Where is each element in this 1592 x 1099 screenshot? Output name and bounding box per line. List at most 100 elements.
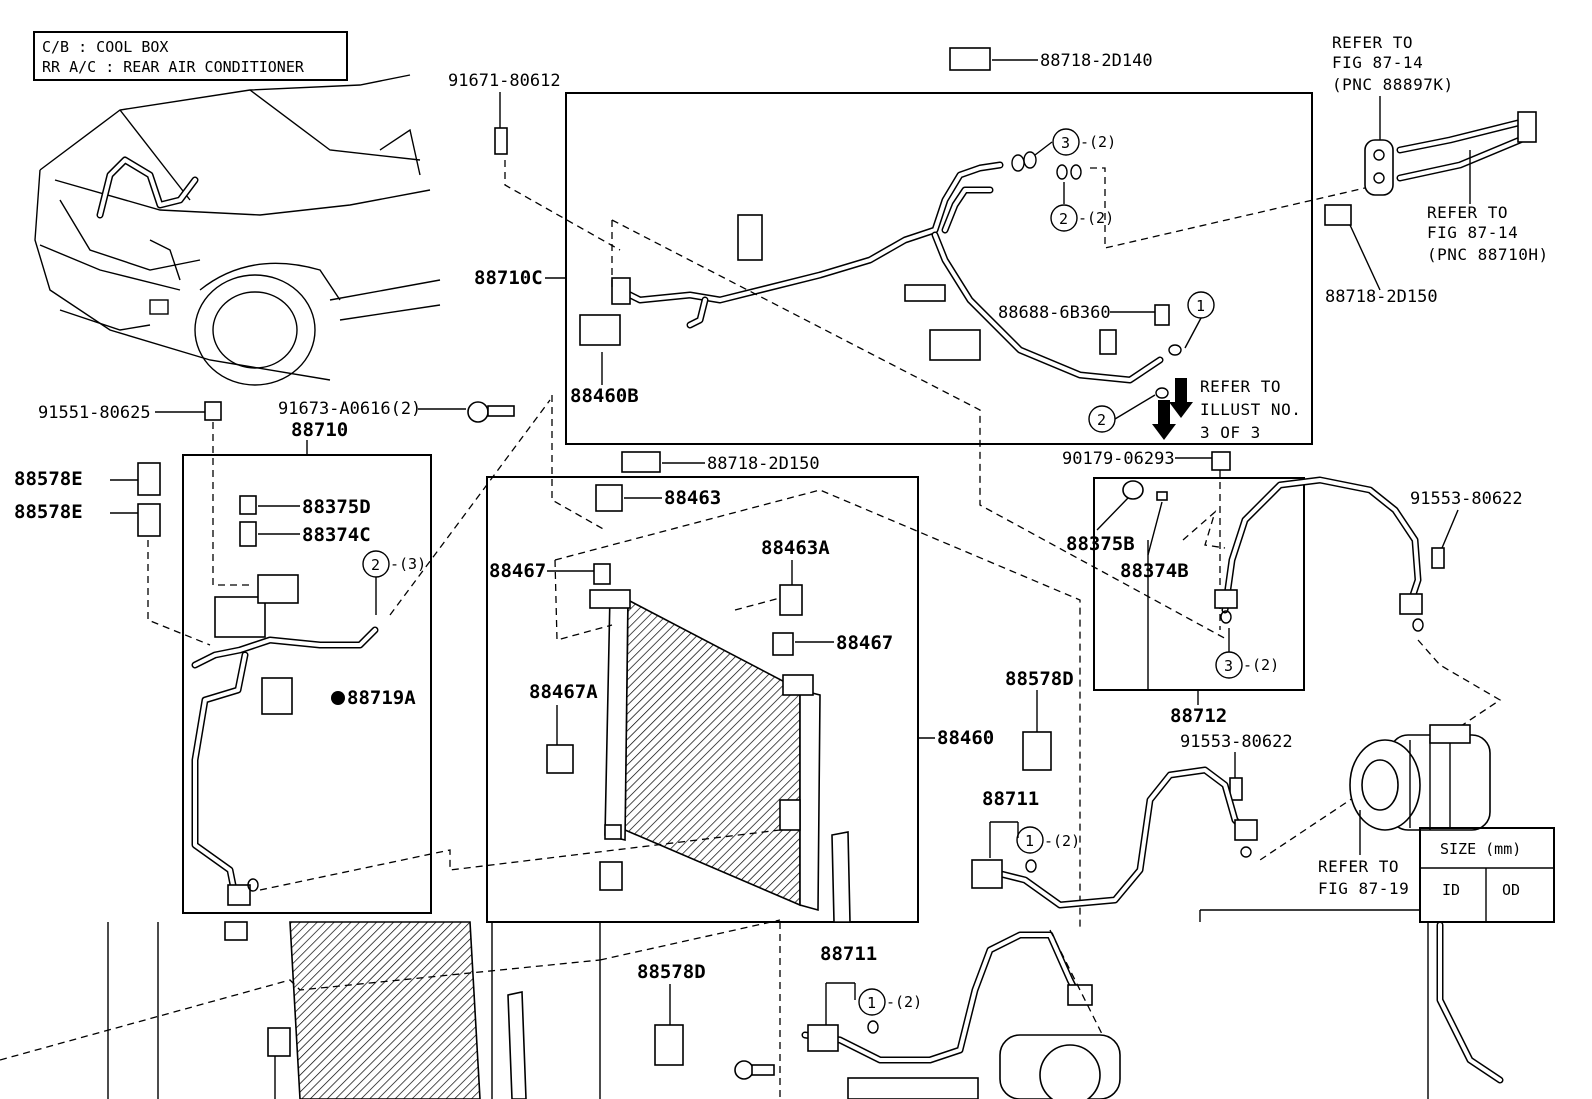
label-88463: 88463: [664, 487, 721, 509]
label-88578D-b: 88578D: [637, 961, 706, 983]
legend-box: C/B : COOL BOX RR A/C : REAR AIR CONDITI…: [33, 31, 348, 81]
pipe-assembly-box-88710C: [565, 92, 1313, 445]
label-91551-80625: 91551-80625: [38, 403, 151, 423]
bolt-icon: [467, 401, 515, 423]
label-88375D: 88375D: [302, 496, 371, 518]
label-88460B: 88460B: [570, 385, 639, 407]
ref-comp-line1: REFER TO: [1318, 857, 1399, 876]
clip-icon: [137, 503, 161, 537]
callout-qty-2-left: -(3): [390, 555, 426, 573]
label-90179-06293: 90179-06293: [1062, 449, 1175, 469]
bolt-icon: [1229, 777, 1243, 801]
label-91553-80622-b: 91553-80622: [1180, 732, 1293, 752]
label-88718-2D140: 88718-2D140: [1040, 51, 1153, 71]
label-88718-2D150-right: 88718-2D150: [1325, 287, 1438, 307]
bolt-icon: [204, 401, 222, 421]
condenser-core: [589, 589, 821, 912]
side-seal: [831, 831, 851, 923]
ref-mid-line3: (PNC 88710H): [1427, 245, 1549, 264]
clip-icon: [137, 462, 161, 496]
label-88375B: 88375B: [1066, 533, 1135, 555]
ref-illust-line2: ILLUST NO.: [1200, 400, 1301, 419]
legend-line-1: C/B : COOL BOX: [42, 38, 168, 56]
label-88578D-a: 88578D: [1005, 668, 1074, 690]
label-91673-A0616: 91673-A0616(2): [278, 399, 421, 419]
size-table-col-od: OD: [1502, 881, 1520, 899]
clip-icon: [1022, 731, 1052, 771]
label-88374C: 88374C: [302, 524, 371, 546]
callout-1-right: 1: [1196, 297, 1205, 315]
ref-mid-line1: REFER TO: [1427, 203, 1508, 222]
label-88710C: 88710C: [474, 267, 543, 289]
label-88578E-a: 88578E: [14, 468, 83, 490]
arrow-down-icon: [1169, 378, 1193, 418]
size-table-title: SIZE (mm): [1440, 840, 1521, 858]
pipe-assembly-box-88710: [182, 454, 432, 914]
bracket-icon: [595, 484, 623, 512]
label-91553-80622-a: 91553-80622: [1410, 489, 1523, 509]
valve-icon: [239, 521, 257, 547]
suction-hose-88712: [1214, 476, 1424, 632]
label-88467-a: 88467: [489, 560, 546, 582]
callout-3-lower: 3: [1224, 657, 1233, 675]
label-88467A: 88467A: [529, 681, 598, 703]
label-88712: 88712: [1170, 705, 1227, 727]
label-88374B: 88374B: [1120, 560, 1189, 582]
lower-section: [0, 919, 1504, 1099]
callout-circle: [858, 988, 886, 1016]
cushion-icon: [593, 563, 611, 585]
ref-illust-line3: 3 OF 3: [1200, 423, 1261, 442]
callout-3-top: 3: [1061, 134, 1070, 152]
rear-pipe-assembly: [1364, 111, 1537, 196]
ref-top-line1: REFER TO: [1332, 33, 1413, 52]
valve-core-icon: [239, 495, 257, 515]
clamp-icon: [949, 47, 991, 71]
clip-icon: [599, 861, 623, 891]
callout-qty-3-top: -(2): [1080, 133, 1116, 151]
label-88463A: 88463A: [761, 537, 830, 559]
arrow-down-icon: [1152, 400, 1176, 440]
clamp-icon: [621, 451, 661, 473]
pressure-switch-icon: [261, 677, 293, 715]
suction-pipe-88710C: [579, 151, 1182, 399]
discharge-pipe-88710: [191, 574, 379, 906]
legend-line-2: RR A/C : REAR AIR CONDITIONER: [42, 58, 305, 76]
bracket-icon: [779, 584, 803, 616]
ref-top-line2: FIG 87-14: [1332, 53, 1423, 72]
label-91671-80612: 91671-80612: [448, 71, 561, 91]
callout-qty-2-top: -(2): [1078, 209, 1114, 227]
callout-circle: [1050, 204, 1078, 232]
callout-circle: [1016, 826, 1044, 854]
bolt-icon: [1431, 547, 1445, 569]
vehicle-illustration: [34, 74, 441, 386]
cushion-icon: [772, 632, 794, 656]
valve-cap-icon: [1122, 480, 1144, 500]
ref-comp-line2: FIG 87-19: [1318, 879, 1409, 898]
size-table-col-id: ID: [1442, 881, 1460, 899]
label-88718-2D150-mid: 88718-2D150: [707, 454, 820, 474]
callout-2-top: 2: [1059, 210, 1068, 228]
label-88711-b: 88711: [820, 943, 877, 965]
pipe-assembly-box-88712: [1093, 477, 1305, 691]
ref-illust-line1: REFER TO: [1200, 377, 1281, 396]
callout-1-mid: 1: [1025, 832, 1034, 850]
bolt-icon: [494, 127, 508, 155]
callout-circle: [1052, 128, 1080, 156]
label-88688-6B360: 88688-6B360: [998, 303, 1111, 323]
valve-core-icon: [1156, 491, 1168, 501]
callout-2-left: 2: [371, 556, 380, 574]
label-88467-b: 88467: [836, 632, 893, 654]
bracket-icon: [546, 744, 574, 774]
callout-qty-1-mid: -(2): [1044, 832, 1080, 850]
callout-qty-1-bottom: -(2): [886, 993, 922, 1011]
label-88710: 88710: [291, 419, 348, 441]
ref-top-line3: (PNC 88897K): [1332, 75, 1454, 94]
condenser-box-88460: [486, 476, 919, 923]
label-88578E-b: 88578E: [14, 501, 83, 523]
size-table: SIZE (mm) ID OD: [1199, 827, 1555, 923]
discharge-hose-88711: [971, 766, 1258, 909]
ref-mid-line2: FIG 87-14: [1427, 223, 1518, 242]
callout-qty-3-lower: -(2): [1243, 656, 1279, 674]
callout-2-right: 2: [1097, 411, 1106, 429]
